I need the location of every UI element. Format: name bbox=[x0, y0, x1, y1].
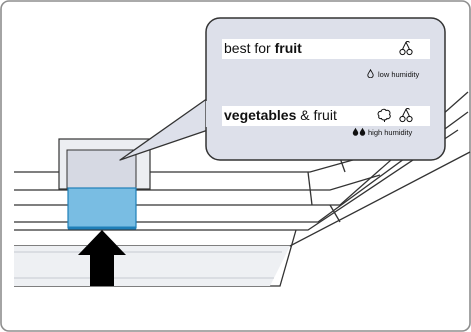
vegetables-label-bold: vegetables bbox=[224, 107, 297, 123]
fruit-label-prefix: best for bbox=[224, 40, 275, 56]
vegetable-icon bbox=[377, 108, 391, 122]
vegetables-label-suffix: & fruit bbox=[296, 107, 337, 123]
vegetables-setting-label: vegetables & fruit bbox=[224, 107, 337, 123]
up-arrow-icon bbox=[78, 230, 126, 286]
low-humidity-label: low humidity bbox=[378, 70, 420, 79]
vegetables-setting-row bbox=[222, 106, 430, 126]
fruit-label-bold: fruit bbox=[274, 40, 302, 56]
fruit-setting-row bbox=[222, 39, 430, 59]
humidity-callout: best for fruit low humidity vegetables &… bbox=[206, 18, 445, 160]
single-drop-icon bbox=[367, 69, 374, 78]
humidity-slider bbox=[67, 187, 137, 229]
drawer-glass bbox=[14, 246, 290, 286]
cherries-icon bbox=[399, 107, 413, 123]
cherries-icon bbox=[399, 40, 413, 56]
high-humidity-label: high humidity bbox=[368, 128, 413, 137]
double-drop-icon bbox=[352, 127, 366, 136]
fruit-setting-label: best for fruit bbox=[224, 40, 302, 56]
